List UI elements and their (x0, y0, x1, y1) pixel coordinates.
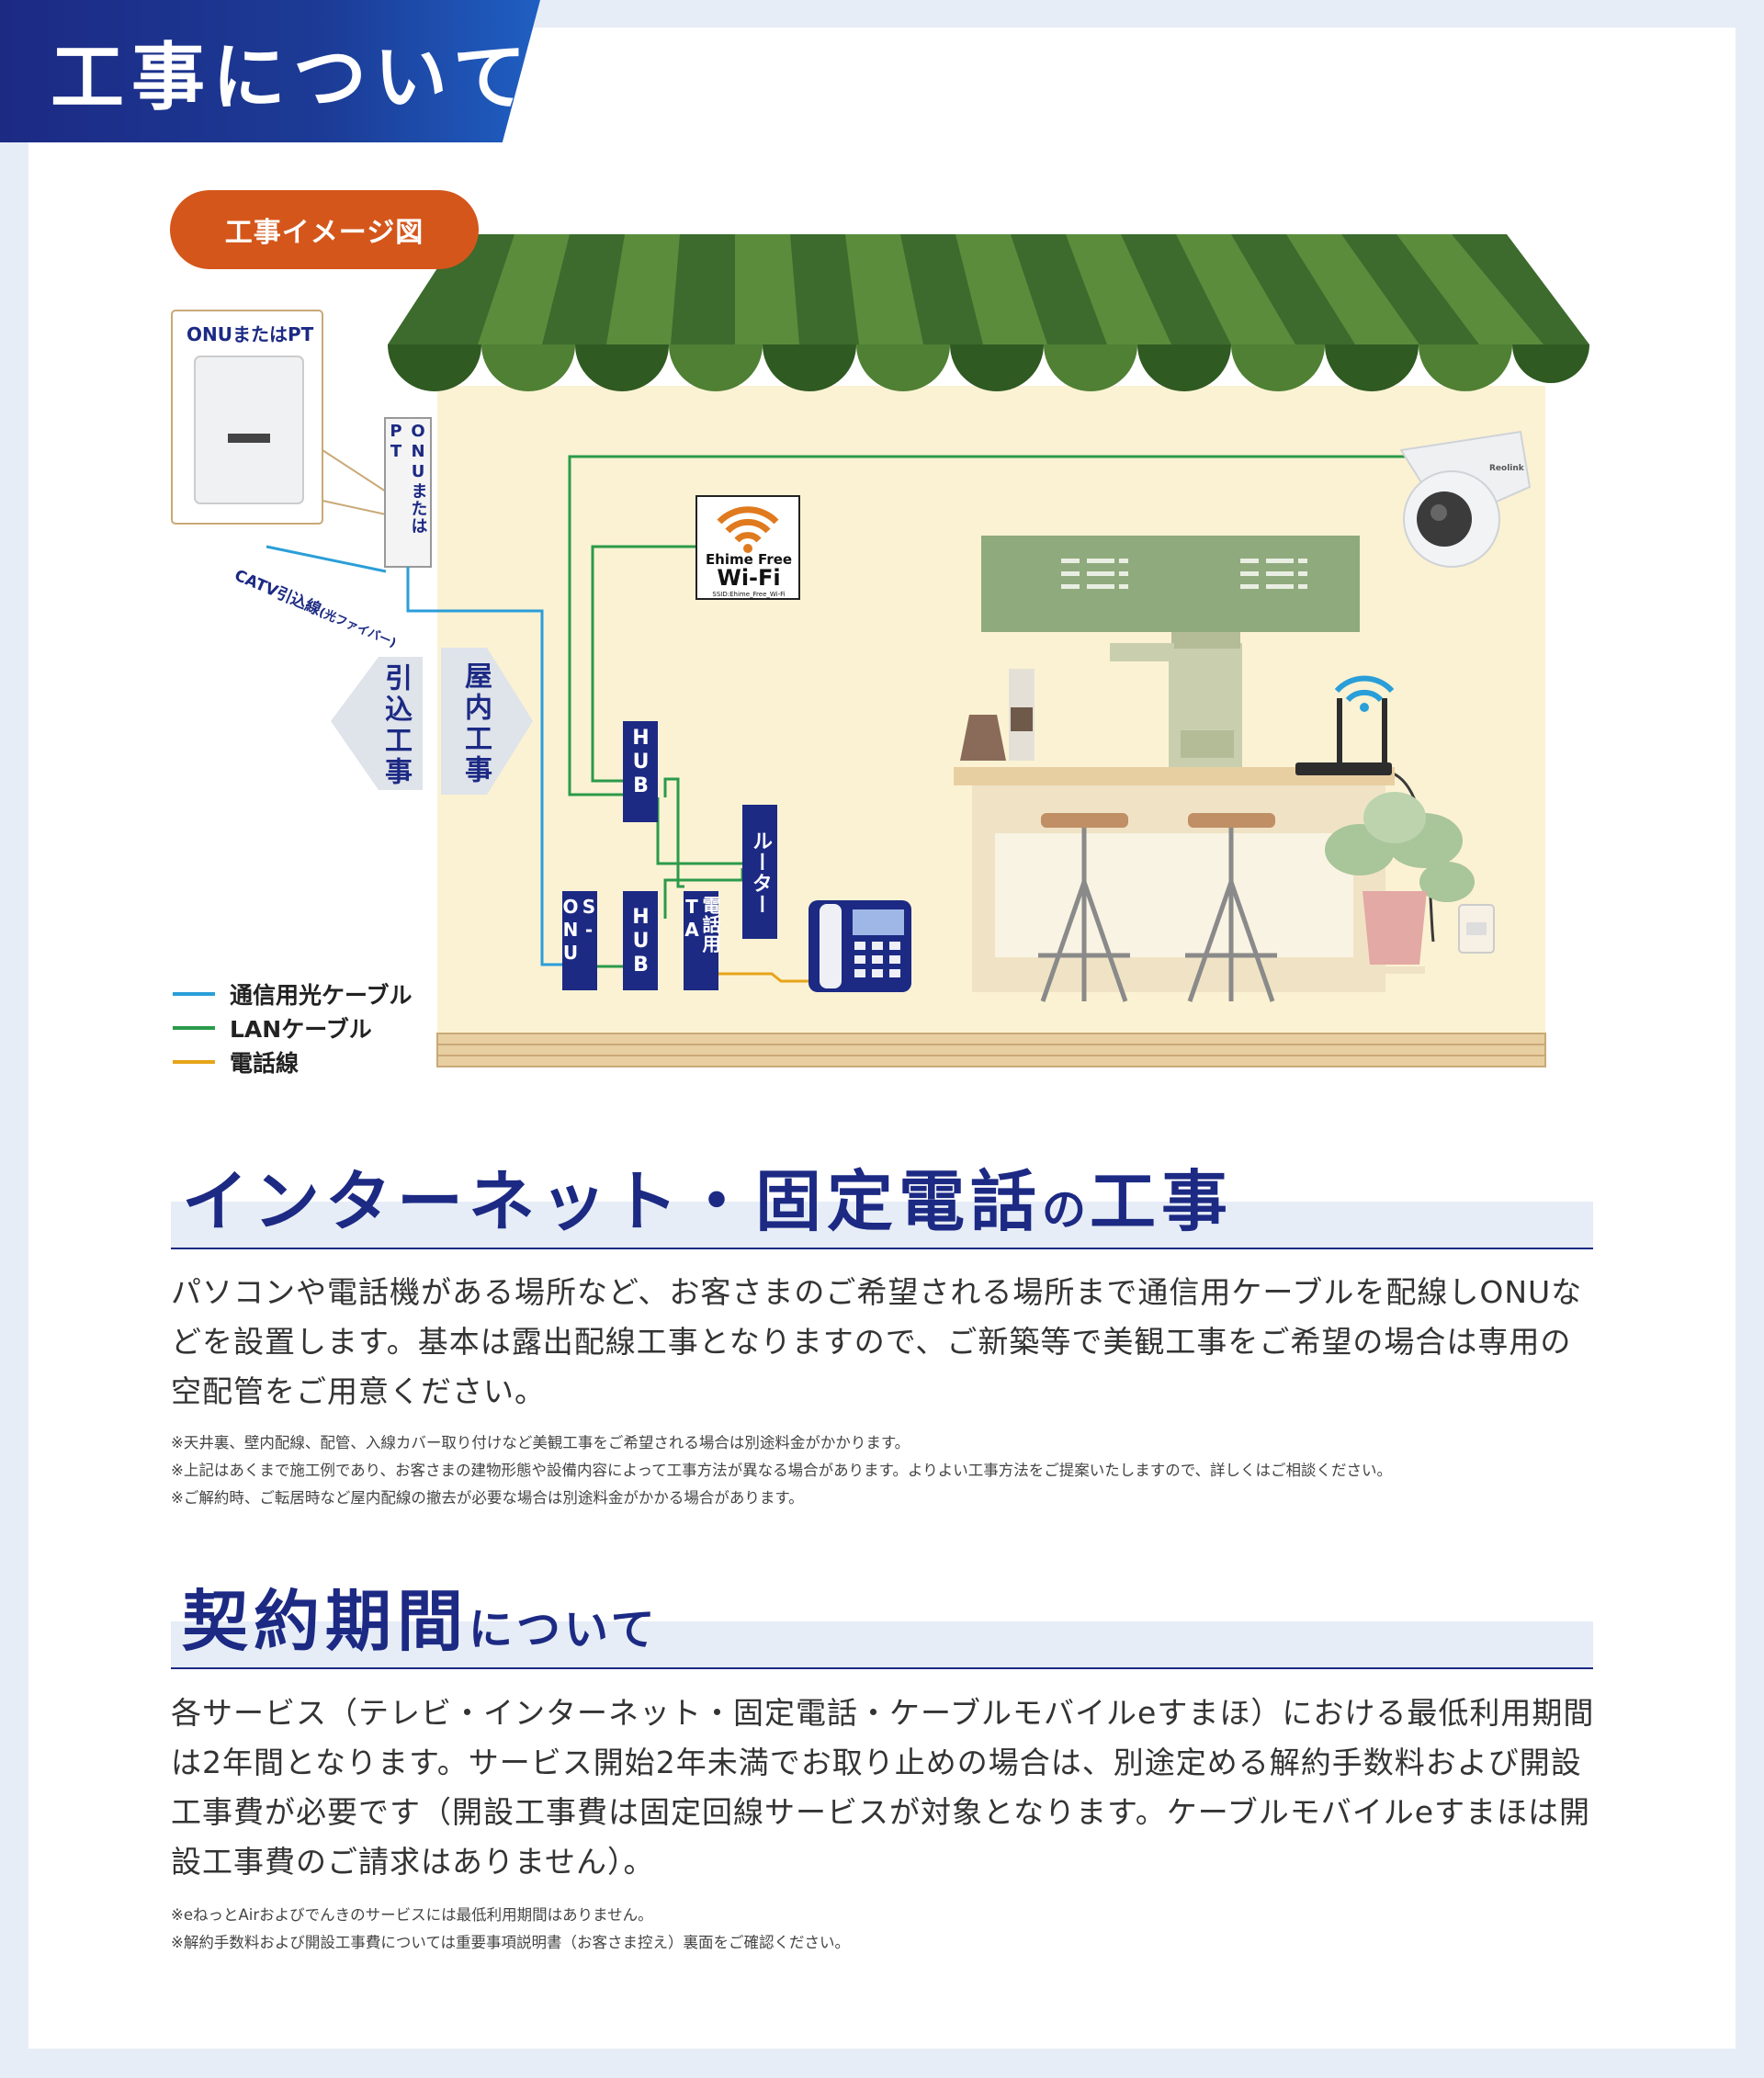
phone-ta-box (684, 891, 718, 990)
hub-bottom-label: HUB (629, 906, 652, 977)
drop-in-construction-label: 引込工事 (379, 663, 412, 788)
diagram-illustration (171, 234, 1589, 1067)
right-arrow (441, 648, 533, 795)
wifi-sign-line1: Ehime Free (705, 551, 793, 568)
wifi-sign-line3: SSID:Ehime_Free_Wi-Fi (712, 591, 786, 598)
hub-top-box (623, 721, 658, 822)
menu-board (981, 536, 1360, 632)
construction-diagram: 工事イメージ図 ONUまたはPT ONUまたはPT CATV引込線(光ファイバー… (170, 190, 1589, 1079)
internet-section-heading: インターネット・固定電話の工事 (171, 1163, 1593, 1249)
indoor-construction-label: 屋内工事 (459, 661, 492, 786)
coffee-machine (1110, 632, 1242, 767)
internet-note-3: ※ご解約時、ご転居時など屋内配線の撤去が必要な場合は別途料金がかかる場合がありま… (171, 1489, 804, 1507)
legend-lan-swatch (173, 1025, 215, 1030)
stool-left (1038, 827, 1130, 1002)
legend-lan-label: LANケーブル (230, 1015, 372, 1043)
onu-wall-label: ONUまたはPT (386, 422, 428, 535)
onu-photo-label: ONUまたはPT (187, 323, 314, 345)
onu-device (194, 356, 304, 504)
floor-base (436, 1033, 1546, 1067)
heading-band (171, 1202, 1593, 1249)
internet-note-1: ※天井裏、壁内配線、配管、入線カバー取り付けなど美観工事をご希望される場合は別途… (171, 1434, 910, 1451)
legend-phone-label: 電話線 (230, 1049, 300, 1077)
legend-phone: 電話線 (173, 1045, 413, 1079)
contract-section-heading: 契約期間について (171, 1583, 1593, 1669)
internet-title-particle: の (1042, 1184, 1091, 1236)
legend-fiber-swatch (173, 991, 215, 996)
contract-title-rest: について (469, 1604, 659, 1655)
router-box (742, 805, 777, 939)
security-camera-illustration (1399, 430, 1532, 568)
hub-top-label: HUB (629, 727, 652, 798)
internet-body-text: パソコンや電話機がある場所など、お客さまのご希望される場所まで通信用ケーブルを配… (171, 1274, 1583, 1409)
s-onu-label: S-ONU (560, 896, 600, 965)
contract-note-2: ※解約手数料および開設工事費については重要事項説明書（お客さま控え）裏面をご確認… (171, 1934, 851, 1951)
awning (388, 234, 1589, 391)
diagram-badge: 工事イメージ図 (170, 190, 479, 269)
wifi-sign-illustration (695, 495, 800, 600)
phone-ta-label: 電話用TA (681, 896, 721, 954)
stool-right (1185, 827, 1277, 1002)
legend-lan: LANケーブル (173, 1011, 413, 1045)
counter-top (954, 767, 1395, 785)
legend-fiber: 通信用光ケーブル (173, 977, 413, 1011)
telephone-illustration (808, 900, 911, 992)
internet-title-main: インターネット・固定電話 (182, 1163, 1043, 1240)
internet-note-2: ※上記はあくまで施工例であり、お客さまの建物形態や設備内容によって工事方法が異な… (171, 1462, 1393, 1479)
cable-legend: 通信用光ケーブル LANケーブル 電話線 (173, 977, 413, 1079)
plant-illustration (1325, 792, 1475, 974)
internet-heading-text: インターネット・固定電話の工事 (182, 1147, 1233, 1244)
onu-wall-box (384, 417, 432, 568)
internet-title-end: 工事 (1090, 1163, 1234, 1240)
router-label: ルーター (749, 830, 772, 915)
wifi-router-illustration (1295, 675, 1395, 775)
s-onu-box (562, 891, 597, 990)
legend-fiber-label: 通信用光ケーブル (230, 981, 413, 1009)
header-tab: 工事について (0, 0, 540, 142)
hub-bottom-box (623, 891, 658, 990)
contract-heading-text: 契約期間について (182, 1567, 659, 1664)
heading-band (171, 1621, 1593, 1669)
internet-notes: ※天井裏、壁内配線、配管、入線カバー取り付けなど美観工事をご希望される場合は別途… (171, 1429, 1604, 1512)
left-arrow (331, 657, 423, 790)
camera-brand: Reolink (1489, 464, 1524, 473)
wifi-sign-line2: Wi-Fi (717, 565, 781, 591)
page-title: 工事について (51, 34, 534, 120)
contract-notes: ※eねっとAirおよびでんきのサービスには最低利用期間はありません。 ※解約手数… (171, 1902, 1604, 1957)
contract-body-text: 各サービス（テレビ・インターネット・固定電話・ケーブルモバイルeすまほ）における… (171, 1695, 1595, 1880)
contract-title-main: 契約期間 (182, 1583, 469, 1660)
contract-note-1: ※eねっとAirおよびでんきのサービスには最低利用期間はありません。 (171, 1906, 653, 1924)
legend-phone-swatch (173, 1059, 215, 1064)
